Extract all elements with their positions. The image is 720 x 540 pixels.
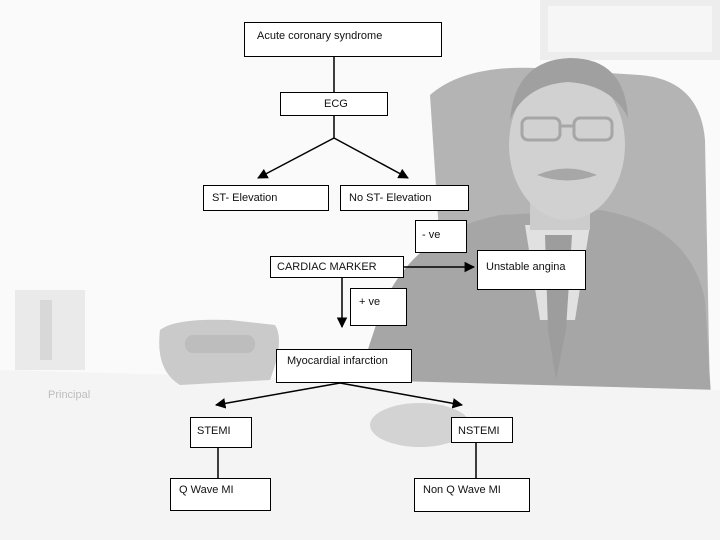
node-st-elevation: ST- Elevation bbox=[203, 185, 329, 211]
node-positive-result: + ve bbox=[350, 288, 407, 326]
node-label: Acute coronary syndrome bbox=[257, 30, 383, 42]
node-label: Unstable angina bbox=[486, 261, 566, 273]
arrow-ecg-no-st-elevation bbox=[333, 137, 409, 179]
node-cardiac-marker: CARDIAC MARKER bbox=[270, 256, 404, 278]
node-label: - ve bbox=[422, 229, 441, 241]
node-label: No ST- Elevation bbox=[349, 192, 432, 204]
node-label: ST- Elevation bbox=[212, 192, 278, 204]
node-label: + ve bbox=[359, 296, 381, 308]
node-no-st-elevation: No ST- Elevation bbox=[340, 185, 469, 211]
arrow-mi-nstemi bbox=[339, 382, 464, 409]
node-label: Myocardial infarction bbox=[287, 355, 388, 367]
node-label: NSTEMI bbox=[458, 425, 500, 437]
watermark-text: Principal bbox=[48, 389, 90, 401]
node-label: STEMI bbox=[197, 425, 231, 437]
node-label: ECG bbox=[324, 98, 348, 110]
node-ecg: ECG bbox=[280, 92, 388, 116]
node-label: Q Wave MI bbox=[179, 484, 234, 496]
node-negative-result: - ve bbox=[415, 220, 467, 253]
arrow-ecg-st-elevation bbox=[257, 137, 335, 179]
node-q-wave-mi: Q Wave MI bbox=[170, 478, 271, 511]
node-acute-coronary-syndrome: Acute coronary syndrome bbox=[244, 22, 442, 57]
node-unstable-angina: Unstable angina bbox=[477, 250, 586, 290]
node-nstemi: NSTEMI bbox=[451, 417, 513, 443]
arrow-mi-stemi bbox=[214, 382, 341, 409]
node-non-q-wave-mi: Non Q Wave MI bbox=[414, 478, 530, 512]
node-label: Non Q Wave MI bbox=[423, 484, 501, 496]
node-stemi: STEMI bbox=[190, 417, 252, 448]
node-label: CARDIAC MARKER bbox=[277, 261, 377, 273]
node-myocardial-infarction: Myocardial infarction bbox=[276, 349, 412, 383]
